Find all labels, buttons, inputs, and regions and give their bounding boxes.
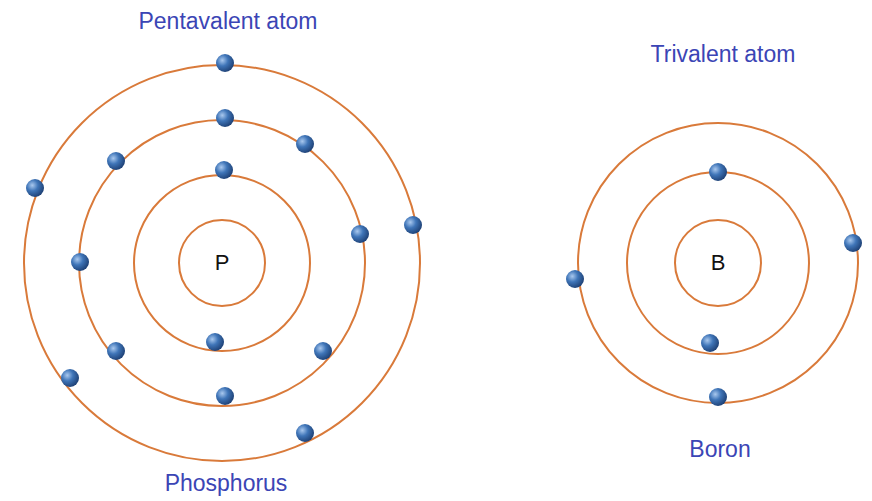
electron-shells (24, 65, 858, 461)
atom-nucleus: P (178, 219, 266, 307)
element-symbol: B (674, 219, 762, 307)
atom-label: Phosphorus (165, 470, 288, 498)
atom-label: Boron (689, 436, 750, 464)
atom-label: Pentavalent atom (138, 8, 317, 36)
atom-label: Trivalent atom (651, 41, 796, 69)
element-symbol: P (178, 219, 266, 307)
atom-nucleus: B (674, 219, 762, 307)
electrons (26, 54, 862, 442)
